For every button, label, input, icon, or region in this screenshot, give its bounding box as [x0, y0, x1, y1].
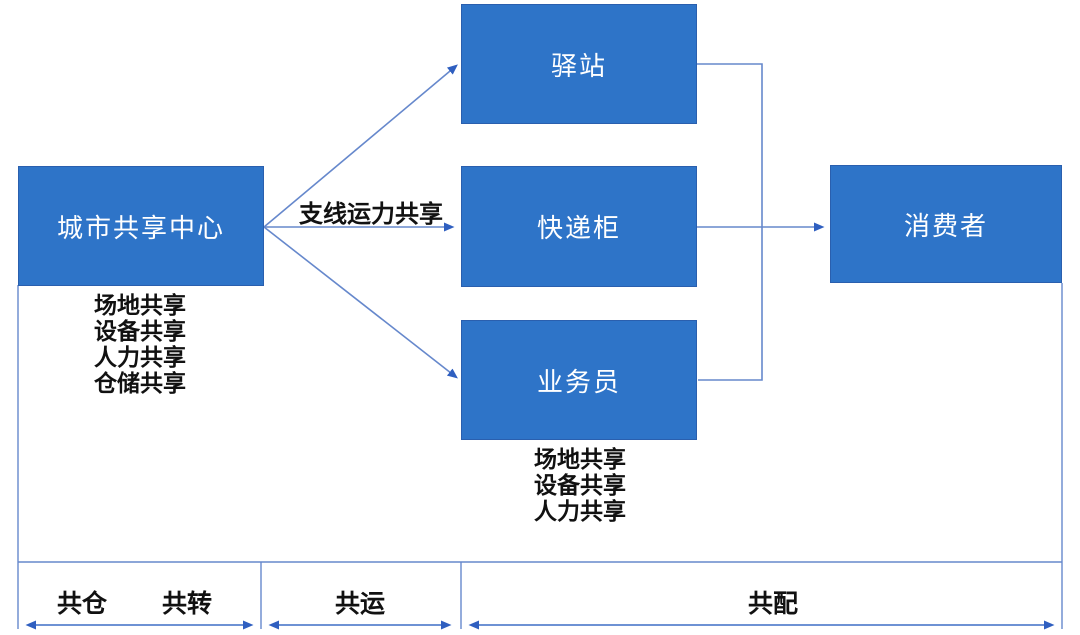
center-share-item: 设备共享: [94, 318, 186, 344]
node-city-sharing-center: 城市共享中心: [18, 166, 264, 286]
node-station-label: 驿站: [550, 50, 607, 81]
center-share-item: 仓储共享: [94, 370, 186, 396]
center-share-item: 场地共享: [94, 292, 186, 318]
node-parcel-locker-label: 快递柜: [536, 213, 621, 243]
node-consumer: 消费者: [830, 165, 1062, 283]
arrow-center-to-salesman: [263, 226, 458, 379]
terminal-share-item: 场地共享: [534, 446, 626, 472]
node-salesman: 业务员: [461, 320, 697, 440]
stage-shared-warehousing-label: 共仓: [56, 590, 108, 618]
terminal-share-item: 人力共享: [534, 498, 626, 524]
node-city-sharing-center-label: 城市共享中心: [56, 212, 225, 243]
center-share-item: 人力共享: [94, 344, 186, 370]
node-station: 驿站: [461, 4, 697, 124]
stage-shared-transport-label: 共运: [334, 590, 386, 618]
terminal-share-list: 场地共享 设备共享 人力共享: [534, 446, 626, 524]
branch-capacity-sharing-label: 支线运力共享: [299, 201, 443, 228]
node-parcel-locker: 快递柜: [461, 166, 697, 287]
node-salesman-label: 业务员: [536, 366, 621, 397]
center-share-list: 场地共享 设备共享 人力共享 仓储共享: [94, 292, 186, 396]
node-consumer-label: 消费者: [903, 210, 988, 241]
arrow-center-to-station: [263, 64, 458, 228]
connector-terminals-join: [697, 63, 763, 381]
stage-shared-transfer-label: 共转: [161, 590, 213, 618]
terminal-share-item: 设备共享: [534, 472, 626, 498]
stage-shared-distribution-label: 共配: [747, 590, 799, 618]
